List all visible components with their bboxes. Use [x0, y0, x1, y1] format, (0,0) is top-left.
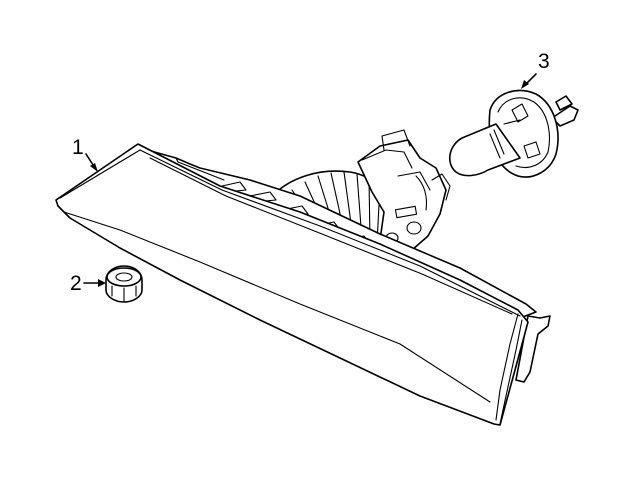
- nut-part: [105, 265, 143, 303]
- callout-1: 1: [72, 136, 98, 172]
- callout-label-2: 2: [70, 272, 82, 295]
- callout-label-3: 3: [538, 50, 550, 73]
- lamp-lens: [55, 143, 529, 426]
- callout-3: 3: [521, 50, 550, 89]
- callout-label-1: 1: [72, 136, 84, 159]
- bulb-part: [449, 89, 579, 178]
- callout-2: 2: [70, 272, 106, 295]
